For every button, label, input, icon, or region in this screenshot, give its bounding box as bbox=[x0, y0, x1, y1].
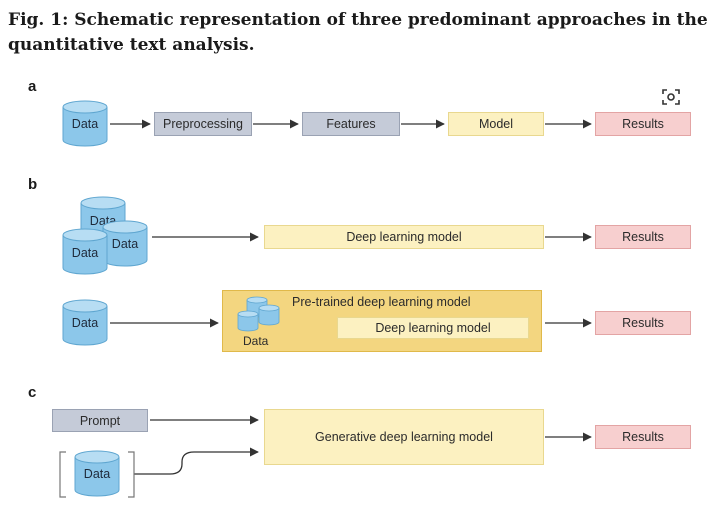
generative-model-box: Generative deep learning model bbox=[264, 409, 544, 465]
features-box: Features bbox=[302, 112, 400, 136]
pretrained-model-title: Pre-trained deep learning model bbox=[292, 295, 471, 309]
small-data-cylinder-front bbox=[237, 310, 259, 337]
prompt-box: Prompt bbox=[52, 409, 148, 432]
data-cylinder bbox=[62, 100, 108, 153]
preprocessing-box: Preprocessing bbox=[154, 112, 252, 136]
data-label-right: Data bbox=[111, 237, 139, 251]
results-box: Results bbox=[595, 112, 691, 136]
panel-label-a: a bbox=[28, 78, 37, 95]
data-label-front: Data bbox=[71, 246, 99, 260]
data-cylinder-front bbox=[62, 228, 108, 281]
data-cylinder bbox=[62, 299, 108, 352]
model-box: Model bbox=[448, 112, 544, 136]
deep-learning-model-box: Deep learning model bbox=[337, 317, 529, 339]
scan-image-icon[interactable] bbox=[660, 86, 682, 108]
small-data-cylinder-right bbox=[258, 304, 280, 331]
data-cylinder-right bbox=[102, 220, 148, 273]
data-cylinder bbox=[74, 450, 120, 503]
results-box: Results bbox=[595, 225, 691, 249]
results-box: Results bbox=[595, 311, 691, 335]
pretrained-data-label: Data bbox=[243, 334, 269, 348]
data-label: Data bbox=[83, 467, 111, 481]
data-label: Data bbox=[71, 117, 99, 131]
data-label: Data bbox=[71, 316, 99, 330]
panel-label-b: b bbox=[28, 176, 38, 193]
deep-learning-model-box: Deep learning model bbox=[264, 225, 544, 249]
panel-label-c: c bbox=[28, 384, 37, 401]
figure-title: Fig. 1: Schematic representation of thre… bbox=[8, 10, 708, 55]
results-box: Results bbox=[595, 425, 691, 449]
